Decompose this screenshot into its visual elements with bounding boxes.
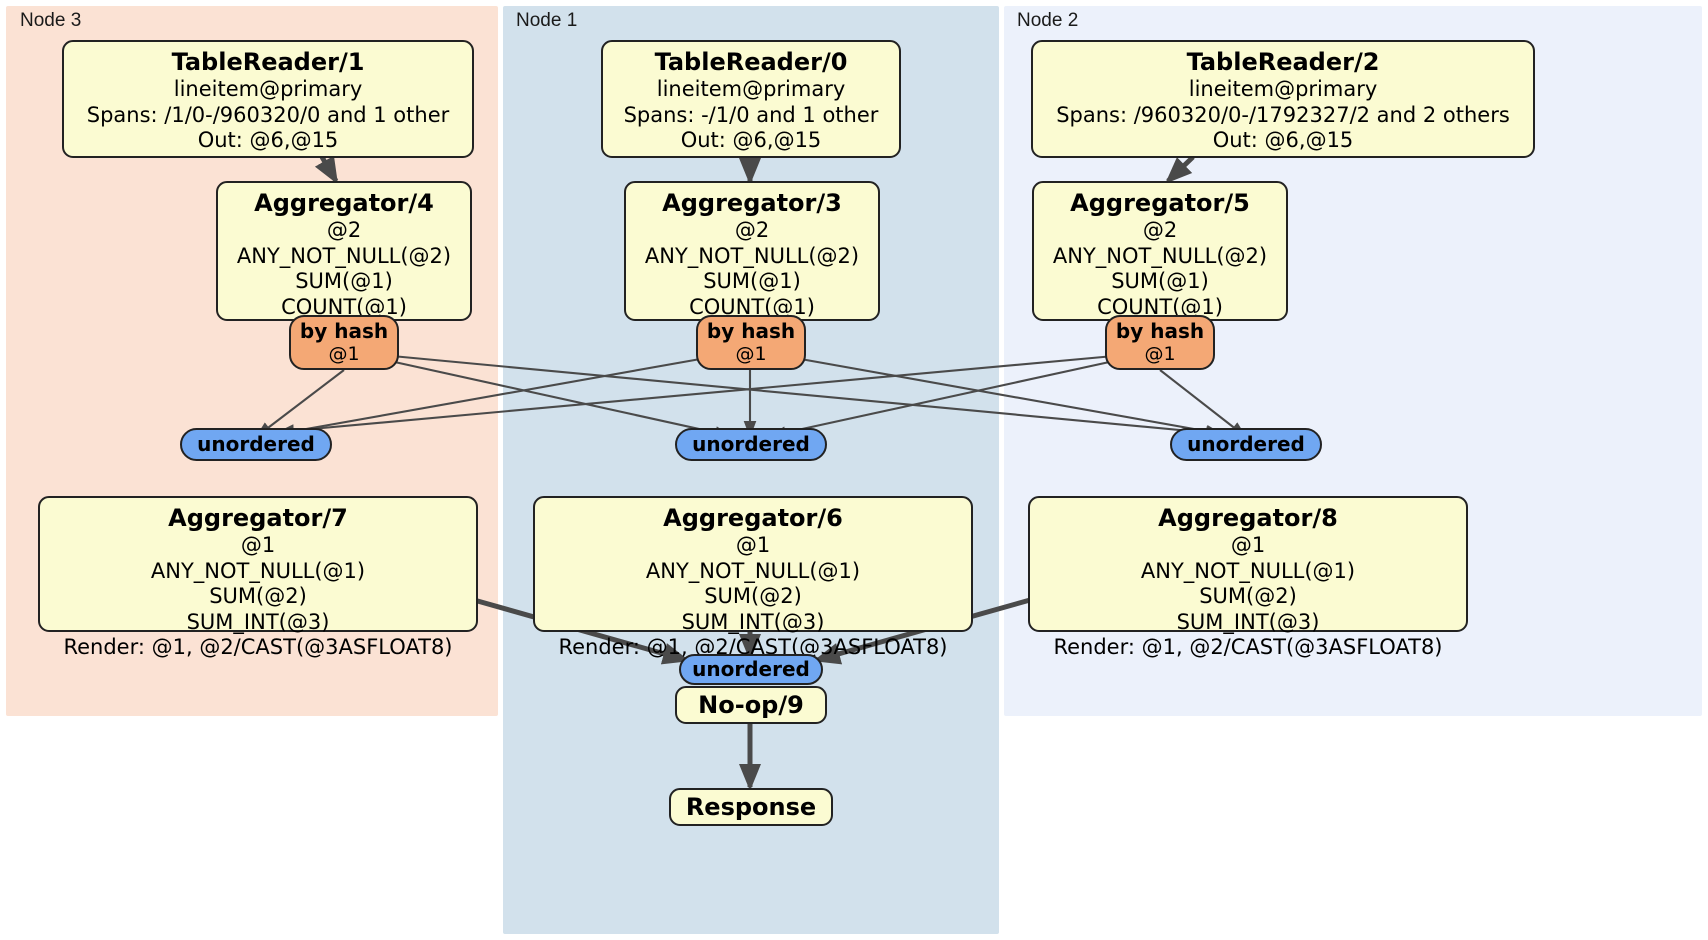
- processor-line: Render: @1, @2/CAST(@3ASFLOAT8): [1053, 635, 1443, 659]
- region-node-2-label: Node 2: [1017, 10, 1079, 31]
- processor-line: SUM(@1): [295, 269, 393, 293]
- synchronizer-unordered-center[interactable]: unordered: [675, 428, 827, 461]
- processor-line: COUNT(@1): [689, 294, 815, 319]
- router-label: by hash: [1115, 318, 1205, 343]
- processor-line: Out: @6,@15: [1212, 128, 1354, 152]
- processor-line: @2: [734, 218, 770, 242]
- processor-line: ANY_NOT_NULL(@2): [1052, 243, 1268, 268]
- processor-line: SUM(@1): [1111, 269, 1209, 293]
- processor-no-op-9[interactable]: No-op/9: [675, 686, 827, 724]
- processor-line: SUM(@2): [1199, 584, 1297, 608]
- synchronizer-label: unordered: [1187, 432, 1305, 456]
- processor-line: Render: @1, @2/CAST(@3ASFLOAT8): [63, 635, 453, 659]
- processor-aggregator-4[interactable]: Aggregator/4 @2 ANY_NOT_NULL(@2) SUM(@1)…: [216, 181, 472, 321]
- processor-line: @2: [326, 218, 362, 242]
- processor-aggregator-8[interactable]: Aggregator/8 @1 ANY_NOT_NULL(@1) SUM(@2)…: [1028, 496, 1468, 659]
- processor-line: COUNT(@1): [281, 294, 407, 319]
- processor-line: SUM(@2): [209, 584, 307, 608]
- router-by-hash-center[interactable]: by hash @1: [696, 315, 806, 370]
- processor-response[interactable]: Response: [669, 788, 833, 826]
- processor-line: @2: [1142, 218, 1178, 242]
- router-by-hash-right[interactable]: by hash @1: [1105, 315, 1215, 370]
- processor-title: Aggregator/3: [662, 189, 842, 217]
- processor-title: Aggregator/7: [168, 504, 348, 532]
- processor-aggregator-5[interactable]: Aggregator/5 @2 ANY_NOT_NULL(@2) SUM(@1)…: [1032, 181, 1288, 321]
- processor-line: COUNT(@1): [1097, 294, 1223, 319]
- router-label: by hash: [299, 318, 389, 343]
- processor-title: TableReader/0: [654, 48, 848, 76]
- processor-line: Out: @6,@15: [197, 128, 339, 152]
- processor-line: @1: [735, 533, 771, 557]
- processor-line: ANY_NOT_NULL(@1): [1140, 558, 1356, 583]
- synchronizer-unordered-left[interactable]: unordered: [180, 428, 332, 461]
- processor-line: @1: [240, 533, 276, 557]
- processor-line: Spans: -/1/0 and 1 other: [623, 102, 879, 127]
- processor-aggregator-7[interactable]: Aggregator/7 @1 ANY_NOT_NULL(@1) SUM(@2)…: [38, 496, 478, 659]
- processor-line: ANY_NOT_NULL(@2): [644, 243, 860, 268]
- region-node-1-label: Node 1: [516, 10, 578, 31]
- processor-aggregator-3[interactable]: Aggregator/3 @2 ANY_NOT_NULL(@2) SUM(@1)…: [624, 181, 880, 321]
- processor-title: Response: [685, 793, 817, 821]
- router-column: @1: [735, 342, 767, 365]
- synchronizer-unordered-right[interactable]: unordered: [1170, 428, 1322, 461]
- processor-title: Aggregator/6: [663, 504, 843, 532]
- processor-title: No-op/9: [698, 691, 804, 719]
- processor-title: TableReader/2: [1186, 48, 1380, 76]
- processor-line: ANY_NOT_NULL(@1): [150, 558, 366, 583]
- processor-line: Spans: /960320/0-/1792327/2 and 2 others: [1056, 102, 1510, 127]
- processor-title: Aggregator/5: [1070, 189, 1250, 217]
- router-label: by hash: [706, 318, 796, 343]
- processor-title: Aggregator/8: [1158, 504, 1338, 532]
- processor-line: ANY_NOT_NULL(@1): [645, 558, 861, 583]
- processor-aggregator-6[interactable]: Aggregator/6 @1 ANY_NOT_NULL(@1) SUM(@2)…: [533, 496, 973, 659]
- region-node-3-label: Node 3: [20, 10, 82, 31]
- processor-line: lineitem@primary: [1188, 77, 1378, 101]
- router-by-hash-left[interactable]: by hash @1: [289, 315, 399, 370]
- processor-line: lineitem@primary: [173, 77, 363, 101]
- processor-line: SUM(@1): [703, 269, 801, 293]
- synchronizer-label: unordered: [692, 432, 810, 456]
- synchronizer-label: unordered: [692, 657, 810, 681]
- processor-line: SUM_INT(@3): [681, 609, 825, 634]
- router-column: @1: [328, 342, 360, 365]
- processor-line: SUM(@2): [704, 584, 802, 608]
- processor-title: TableReader/1: [171, 48, 365, 76]
- processor-line: ANY_NOT_NULL(@2): [236, 243, 452, 268]
- synchronizer-unordered-final[interactable]: unordered: [679, 654, 823, 685]
- processor-line: Spans: /1/0-/960320/0 and 1 other: [86, 102, 450, 127]
- processor-line: Out: @6,@15: [680, 128, 822, 152]
- processor-line: @1: [1230, 533, 1266, 557]
- processor-table-reader-1[interactable]: TableReader/1 lineitem@primary Spans: /1…: [62, 40, 474, 158]
- processor-title: Aggregator/4: [254, 189, 434, 217]
- processor-line: lineitem@primary: [656, 77, 846, 101]
- processor-table-reader-0[interactable]: TableReader/0 lineitem@primary Spans: -/…: [601, 40, 901, 158]
- processor-table-reader-2[interactable]: TableReader/2 lineitem@primary Spans: /9…: [1031, 40, 1535, 158]
- router-column: @1: [1144, 342, 1176, 365]
- processor-line: SUM_INT(@3): [186, 609, 330, 634]
- processor-line: SUM_INT(@3): [1176, 609, 1320, 634]
- synchronizer-label: unordered: [197, 432, 315, 456]
